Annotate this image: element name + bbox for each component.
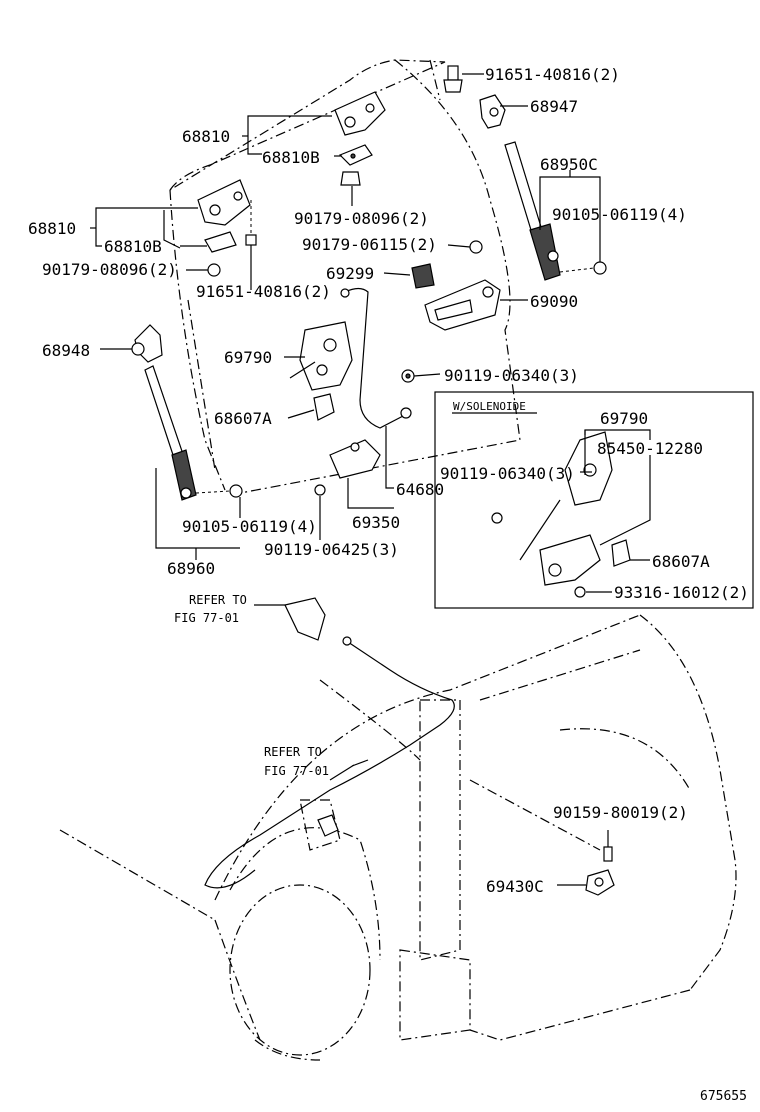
label-68810B-top: 68810B bbox=[262, 148, 320, 167]
label-68810-top: 68810 bbox=[182, 127, 230, 146]
bolt-91651-left bbox=[245, 200, 257, 282]
bracket-68948 bbox=[131, 324, 163, 363]
label-69090: 69090 bbox=[530, 292, 578, 311]
bolt-91651-top bbox=[443, 65, 463, 93]
hinge-68810-top bbox=[334, 91, 386, 166]
label-68607A-inset: 68607A bbox=[652, 552, 710, 571]
label-90179-08096-left: 90179-08096(2) bbox=[42, 260, 177, 279]
nut-90179-08096-mid bbox=[340, 171, 361, 186]
bracket-68947 bbox=[479, 94, 506, 129]
label-refer2-b: FIG 77-01 bbox=[264, 764, 329, 778]
part-labels: 91651-40816(2) 68947 68810 68810B 68950C… bbox=[28, 65, 749, 1104]
striker-69090 bbox=[424, 279, 501, 331]
nut-90179-08096-left bbox=[207, 263, 221, 277]
label-91651-top: 91651-40816(2) bbox=[485, 65, 620, 84]
leader-lines bbox=[90, 73, 601, 560]
label-68607A-main: 68607A bbox=[214, 409, 272, 428]
label-90105-right: 90105-06119(4) bbox=[552, 205, 687, 224]
label-90119-06425: 90119-06425(3) bbox=[264, 540, 399, 559]
vehicle-body-outline bbox=[59, 614, 737, 1061]
label-69790-main: 69790 bbox=[224, 348, 272, 367]
label-68810-left: 68810 bbox=[28, 219, 76, 238]
label-69299: 69299 bbox=[326, 264, 374, 283]
bolt-90105-right bbox=[559, 261, 607, 275]
back-door-outline bbox=[169, 59, 521, 496]
label-68948: 68948 bbox=[42, 341, 90, 360]
label-inset-title: W/SOLENOIDE bbox=[453, 400, 526, 413]
inset-solenoid bbox=[434, 391, 754, 609]
cover-68607A-main bbox=[313, 393, 335, 421]
control-rod bbox=[340, 287, 412, 429]
label-refer1-a: REFER TO bbox=[189, 593, 247, 607]
door-lock-69790 bbox=[289, 321, 353, 391]
label-refer1-b: FIG 77-01 bbox=[174, 611, 239, 625]
fuel-lid-cable bbox=[204, 597, 455, 889]
fuel-lid-opener-69430C bbox=[557, 830, 615, 896]
screw-90119-06340-main bbox=[401, 369, 415, 383]
damper-68960 bbox=[144, 365, 243, 501]
refer-leaders bbox=[351, 759, 369, 767]
screw-90119-06425 bbox=[314, 484, 326, 496]
label-69350: 69350 bbox=[352, 513, 400, 532]
label-refer2-a: REFER TO bbox=[264, 745, 322, 759]
label-90105-left: 90105-06119(4) bbox=[182, 517, 317, 536]
diagram-id: 675655 bbox=[700, 1089, 747, 1104]
label-85450: 85450-12280 bbox=[597, 439, 703, 458]
damper-68950C bbox=[504, 141, 561, 281]
label-68960: 68960 bbox=[167, 559, 215, 578]
label-90179-08096-mid: 90179-08096(2) bbox=[294, 209, 429, 228]
label-90179-06115: 90179-06115(2) bbox=[302, 235, 437, 254]
label-68947: 68947 bbox=[530, 97, 578, 116]
label-69790-inset: 69790 bbox=[600, 409, 648, 428]
label-64680: 64680 bbox=[396, 480, 444, 499]
stopper-69299 bbox=[411, 263, 435, 289]
label-91651-left: 91651-40816(2) bbox=[196, 282, 331, 301]
label-93316: 93316-16012(2) bbox=[614, 583, 749, 602]
handle-69350 bbox=[329, 439, 381, 479]
label-90119-06340-main: 90119-06340(3) bbox=[444, 366, 579, 385]
label-68950C: 68950C bbox=[540, 155, 598, 174]
nut-90179-06115 bbox=[469, 240, 483, 254]
label-90119-06340-inset: 90119-06340(3) bbox=[440, 464, 575, 483]
hinge-68810-left bbox=[197, 179, 251, 253]
label-68810B-left: 68810B bbox=[104, 237, 162, 256]
label-69430C: 69430C bbox=[486, 877, 544, 896]
label-90159: 90159-80019(2) bbox=[553, 803, 688, 822]
